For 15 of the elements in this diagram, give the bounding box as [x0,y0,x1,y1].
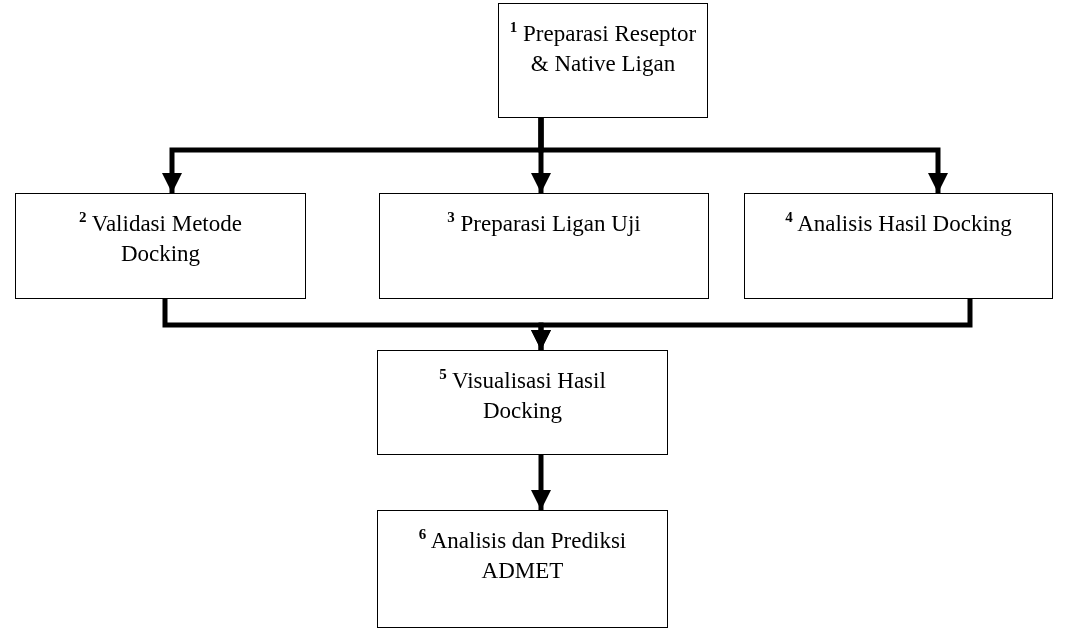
step-label: $^{2}$ Validasi Metode Docking [78,208,243,268]
process-box [498,3,708,118]
process-box [379,193,709,299]
arrow [531,299,973,350]
step-label: $^{4}$ Analisis Hasil Docking [785,208,1012,238]
arrow [538,118,948,193]
step-label: $^{3}$ Preparasi Ligan Uji [447,208,641,238]
process-box [377,510,668,628]
step-label: $^{1}$ Preparasi Reseptor & Native Ligan [508,18,698,78]
process-box [377,350,668,455]
step-label: $^{6}$ Analisis dan Prediksi ADMET [417,525,628,585]
step-label: $^{5}$ Visualisasi Hasil Docking [438,365,607,425]
arrow [531,455,551,510]
process-box [15,193,306,299]
process-box [744,193,1053,299]
